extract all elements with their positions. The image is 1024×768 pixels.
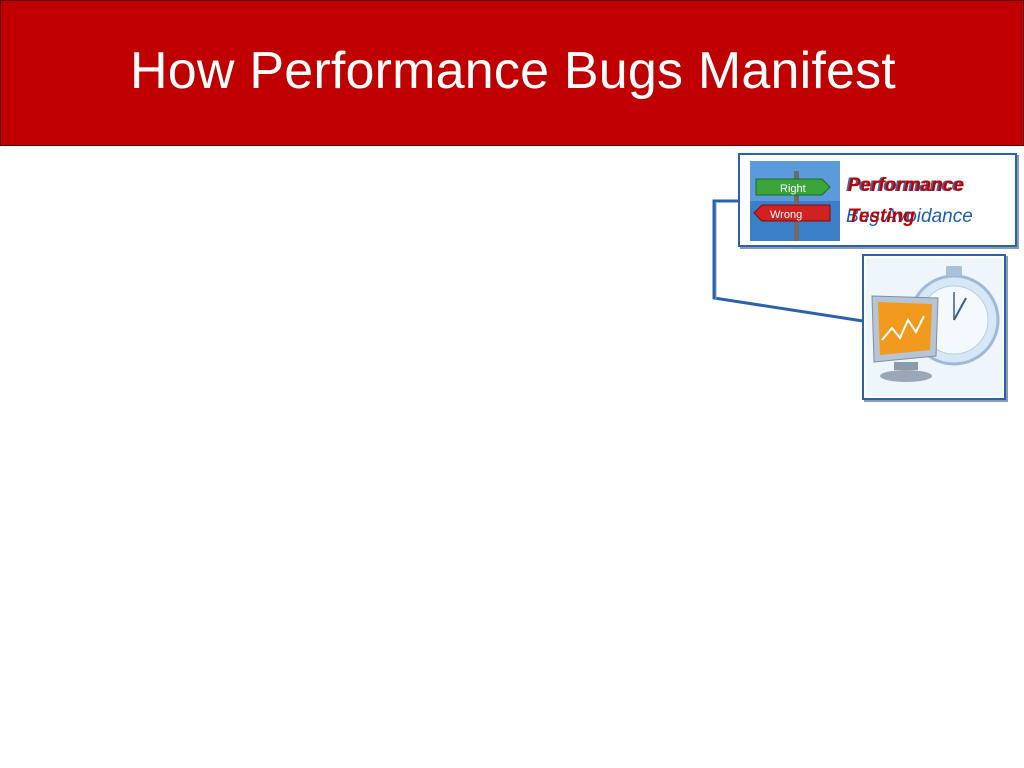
label-performance-testing: Performance xyxy=(848,175,965,196)
label-testing: Testing xyxy=(848,206,915,227)
sign-wrong-label: Wrong xyxy=(770,209,802,221)
signpost-image: Right Wrong xyxy=(750,161,840,241)
label-bug-avoidance: Bug Avoidance xyxy=(846,206,973,227)
stopwatch-monitor-image xyxy=(866,258,1002,396)
label-performance-avoidance: Performance xyxy=(846,175,963,196)
sign-right-label: Right xyxy=(780,183,806,195)
slide-title: How Performance Bugs Manifest xyxy=(130,42,896,100)
signs-panel: Right Wrong xyxy=(738,153,1017,247)
monitor-panel xyxy=(862,254,1006,400)
title-bar: How Performance Bugs Manifest xyxy=(0,0,1024,146)
